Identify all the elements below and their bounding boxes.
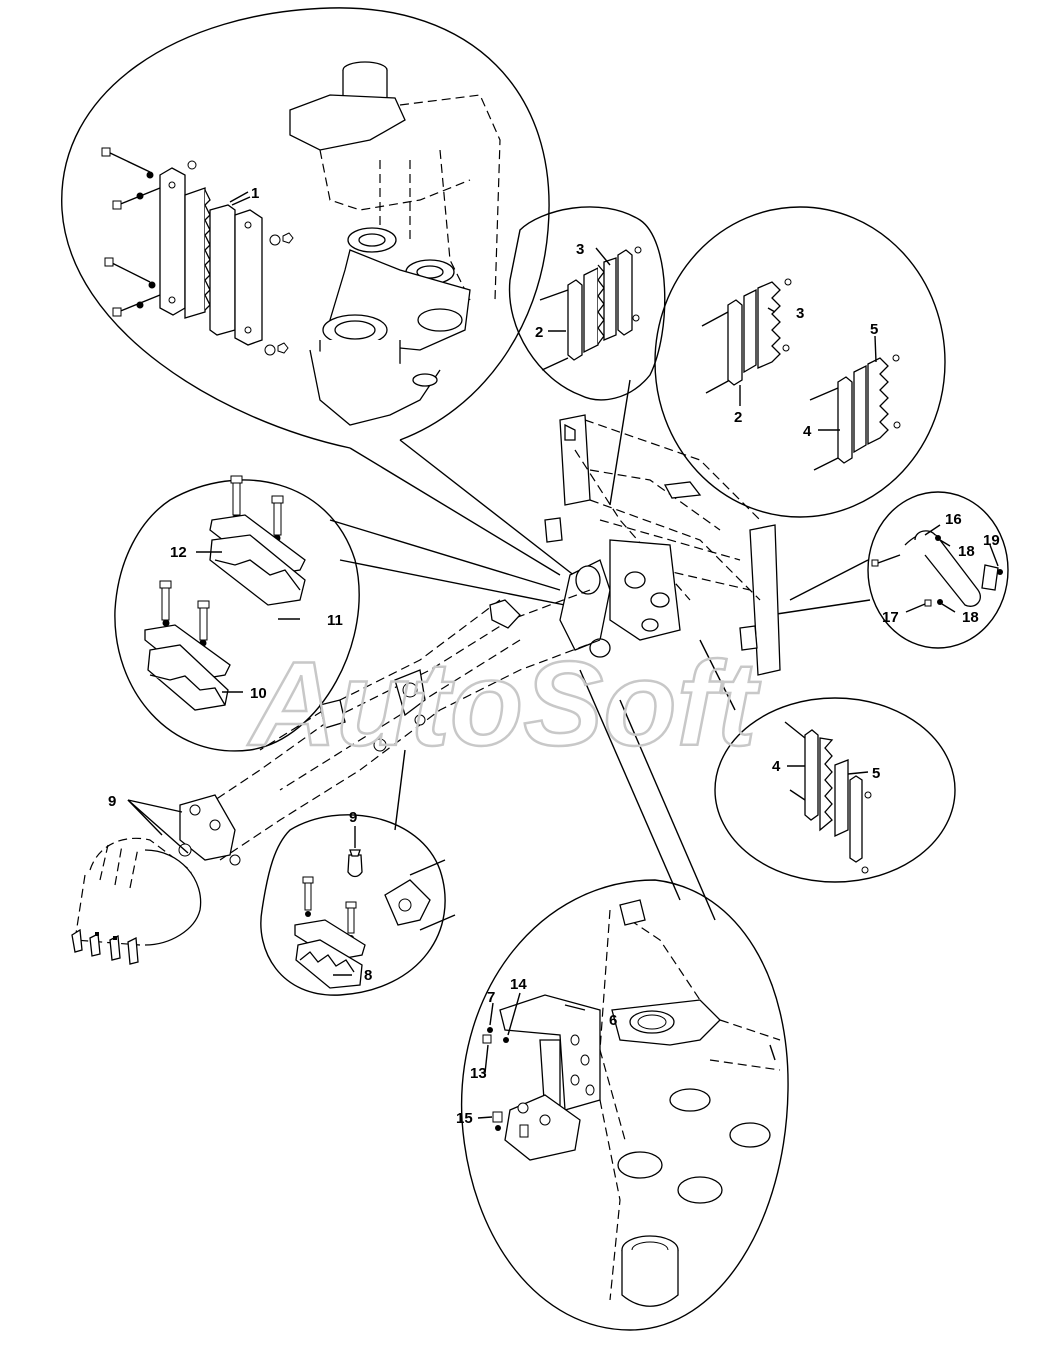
- callout-5-right-middle: 5: [872, 765, 880, 782]
- callout-19: 19: [983, 532, 1000, 549]
- leader-lines: [127, 196, 999, 1119]
- callout-10: 10: [250, 685, 267, 702]
- callout-14: 14: [510, 976, 527, 993]
- callout-3-top-right: 3: [796, 305, 804, 322]
- callout-8: 8: [364, 967, 372, 984]
- callout-17: 17: [882, 609, 899, 626]
- callout-11: 11: [327, 612, 343, 629]
- guide-set-detail-2-3: [539, 246, 642, 371]
- callout-7: 7: [487, 989, 495, 1006]
- guide-set-detail-right-middle: [784, 721, 872, 874]
- callout-3-top-middle: 3: [576, 241, 584, 258]
- bucket-drawing: [71, 837, 202, 965]
- detail-circle-top-right: [654, 206, 946, 518]
- grab-handle-detail-16-19: [871, 530, 1003, 607]
- callout-1: 1: [251, 185, 259, 202]
- callout-4-top-right: 4: [803, 423, 812, 440]
- swing-post-drawing: [289, 61, 501, 426]
- detail-circle-bottom-left: [260, 749, 446, 996]
- detail-circle-top-middle: [508, 206, 666, 506]
- watermark-text: AutoSoft: [247, 637, 762, 771]
- callout-6: 6: [609, 1012, 617, 1029]
- callout-9-boom: 9: [108, 793, 116, 810]
- callout-4-right-middle: 4: [772, 758, 781, 775]
- detail-circle-top-left: [61, 7, 581, 581]
- callout-2-top-middle: 2: [535, 324, 543, 341]
- callout-9-detail: 9: [349, 809, 357, 826]
- callout-2-top-right: 2: [734, 409, 742, 426]
- callout-18-lower: 18: [962, 609, 979, 626]
- detail-circle-left: [114, 479, 591, 752]
- callout-16: 16: [945, 511, 962, 528]
- detail-circle-right-middle: [699, 639, 956, 883]
- guide-set-detail-top-right: [701, 278, 901, 471]
- callout-18-upper: 18: [958, 543, 975, 560]
- detail-circle-bottom: [460, 669, 789, 1331]
- detail-circle-right-handle: [769, 491, 1009, 649]
- wear-pad-detail-8-9: [294, 849, 456, 989]
- guide-rails-detail-1: [101, 147, 294, 356]
- main-frame-drawing: [544, 414, 781, 676]
- boom-arm-drawing: [178, 589, 601, 866]
- callout-13: 13: [470, 1065, 487, 1082]
- wear-pads-detail-10-11-12: [144, 475, 306, 711]
- callout-5-top-right: 5: [870, 321, 878, 338]
- bracket-detail-6-7-13-14-15: [482, 899, 781, 1307]
- callout-12: 12: [170, 544, 187, 561]
- callout-15: 15: [456, 1110, 473, 1127]
